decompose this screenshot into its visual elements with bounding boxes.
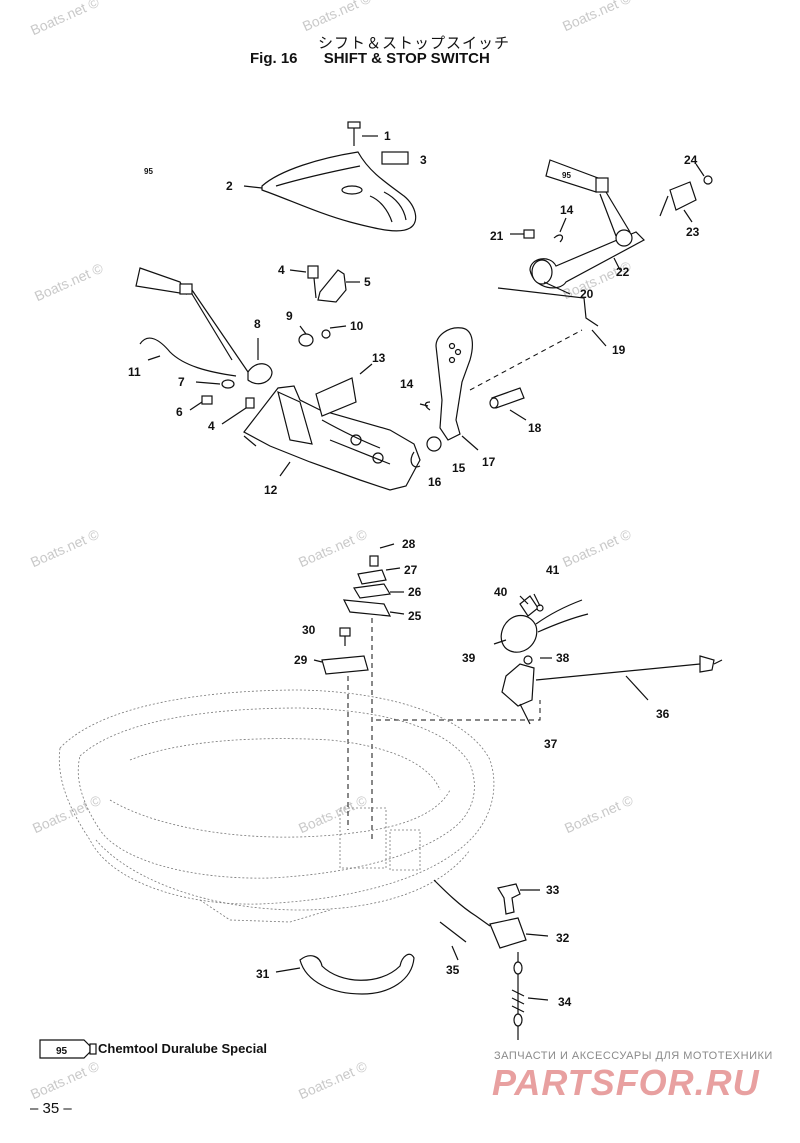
callout-label: 28 bbox=[402, 537, 416, 551]
legend-text: Chemtool Duralube Special bbox=[98, 1041, 268, 1056]
callout-label: 18 bbox=[528, 421, 542, 435]
callout-label: 23 bbox=[686, 225, 700, 239]
callout-label: 8 bbox=[254, 317, 261, 331]
retainer-part bbox=[299, 953, 415, 995]
callout-labels: 1 2 3 4 4 5 6 7 8 9 10 11 12 13 14 14 15… bbox=[128, 129, 700, 1009]
callout-label: 32 bbox=[556, 931, 570, 945]
callout-label: 2 bbox=[226, 179, 233, 193]
bolt-icon bbox=[347, 121, 361, 146]
shift-cover-part bbox=[261, 151, 417, 232]
callout-label: 30 bbox=[302, 623, 316, 637]
bracket-part bbox=[317, 269, 347, 303]
callout-label: 39 bbox=[462, 651, 476, 665]
callout-label: 6 bbox=[176, 405, 183, 419]
grease-tube-icon bbox=[135, 267, 193, 295]
callout-label: 12 bbox=[264, 483, 278, 497]
callout-label: 14 bbox=[400, 377, 414, 391]
callout-label: 33 bbox=[546, 883, 560, 897]
callout-label: 31 bbox=[256, 967, 270, 981]
callout-label: 27 bbox=[404, 563, 418, 577]
cam-plate-part bbox=[315, 377, 357, 417]
callout-label: 37 bbox=[544, 737, 558, 751]
figure-title-japanese: シフト＆ストップスイッチ bbox=[318, 34, 511, 52]
figure-title: Fig. 16 SHIFT & STOP SWITCH bbox=[250, 50, 490, 67]
brand-logo[interactable]: PARTSFOR.RU bbox=[492, 1062, 760, 1103]
plate-part bbox=[381, 151, 409, 165]
callout-label: 13 bbox=[372, 351, 386, 365]
callout-label: 40 bbox=[494, 585, 508, 599]
shift-shaft-part bbox=[529, 231, 645, 289]
callout-label: 3 bbox=[420, 153, 427, 167]
callout-label: 14 bbox=[560, 203, 574, 217]
lower-cowling-outline bbox=[58, 689, 495, 923]
callout-label: 16 bbox=[428, 475, 442, 489]
callout-label: 22 bbox=[616, 265, 630, 279]
callout-label: 35 bbox=[446, 963, 460, 977]
callout-label: 10 bbox=[350, 319, 364, 333]
callout-label: 5 bbox=[364, 275, 371, 289]
figure-title-english: SHIFT & STOP SWITCH bbox=[323, 50, 490, 67]
callout-label: 15 bbox=[452, 461, 466, 475]
callout-label: 41 bbox=[546, 563, 560, 577]
callout-label: 26 bbox=[408, 585, 422, 599]
callout-label: 9 bbox=[286, 309, 293, 323]
callout-label: 24 bbox=[684, 153, 698, 167]
grease-tube-icon bbox=[545, 159, 609, 193]
shift-lever-part bbox=[435, 327, 473, 441]
tube-label: 95 bbox=[144, 167, 153, 176]
tube-label: 95 bbox=[562, 171, 571, 180]
callout-label: 1 bbox=[384, 129, 391, 143]
shift-housing-part bbox=[243, 385, 421, 491]
callout-label: 11 bbox=[128, 365, 141, 379]
callout-label: 20 bbox=[580, 287, 594, 301]
callout-label: 25 bbox=[408, 609, 422, 623]
callout-label: 7 bbox=[178, 375, 185, 389]
callout-label: 36 bbox=[656, 707, 670, 721]
legend-tube-label: 95 bbox=[56, 1046, 68, 1057]
callout-label: 29 bbox=[294, 653, 308, 667]
legend-grease-tube-icon: 95 bbox=[39, 1039, 97, 1059]
callout-label: 21 bbox=[490, 229, 504, 243]
page-number: – 35 – bbox=[30, 1100, 72, 1117]
switch-icon bbox=[489, 917, 527, 949]
brand-tagline: ЗАПЧАСТИ И АКСЕССУАРЫ ДЛЯ МОТОТЕХНИКИ bbox=[494, 1050, 773, 1062]
figure-number: Fig. 16 bbox=[250, 50, 298, 67]
callout-label: 19 bbox=[612, 343, 626, 357]
callout-label: 4 bbox=[278, 263, 285, 277]
callout-label: 17 bbox=[482, 455, 496, 469]
stop-switch-part bbox=[500, 614, 538, 653]
callout-label: 38 bbox=[556, 651, 570, 665]
callout-label: 34 bbox=[558, 995, 572, 1009]
callout-label: 4 bbox=[208, 419, 215, 433]
